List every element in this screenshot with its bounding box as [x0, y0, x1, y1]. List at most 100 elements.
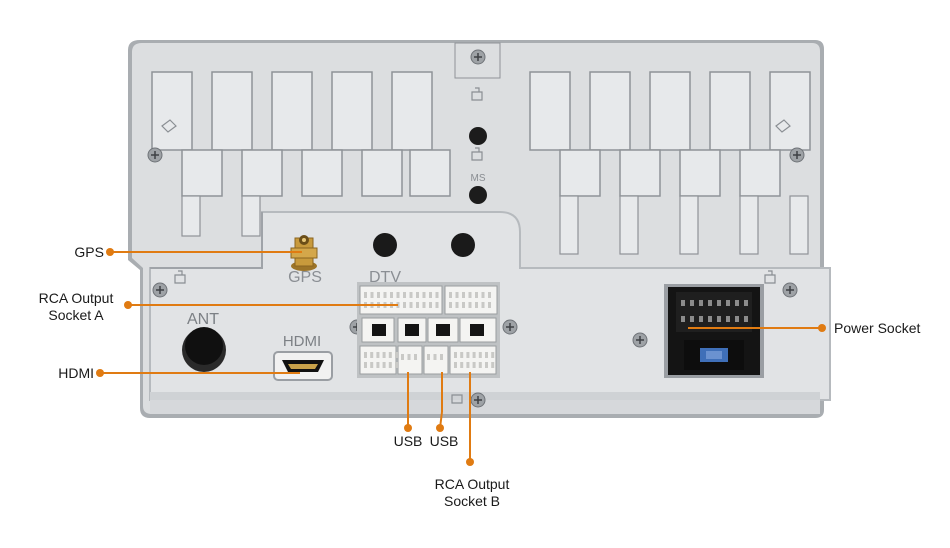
pin	[475, 292, 478, 298]
pin	[478, 352, 482, 358]
fin-slot	[619, 149, 661, 197]
pin	[460, 352, 464, 358]
pin	[403, 302, 406, 308]
fin-slot	[769, 71, 811, 151]
callout-dots	[96, 248, 826, 466]
screw-slot	[474, 396, 482, 404]
pin	[376, 362, 380, 368]
fin-slot	[789, 195, 809, 255]
pin	[370, 362, 374, 368]
fin-slot	[181, 149, 223, 197]
pin	[433, 354, 437, 360]
pin	[449, 292, 452, 298]
pin	[460, 362, 464, 368]
callout-rca-output-b-line1: RCA Output	[434, 476, 510, 492]
callout-rca-output-b-line2: Socket B	[443, 493, 501, 509]
fin-slot	[331, 71, 373, 151]
engraved-ms-label: MS	[471, 173, 486, 184]
pin	[449, 302, 452, 308]
fin-slot	[589, 71, 631, 151]
fin-slot	[211, 71, 253, 151]
pin	[488, 302, 491, 308]
rca-socket-b	[449, 345, 497, 375]
power-pin	[690, 316, 694, 322]
engraved-hdmi-label: HDMI	[283, 333, 321, 350]
pin	[416, 302, 419, 308]
callout-rca-output-b: RCA Output Socket B	[420, 476, 524, 510]
pin	[403, 292, 406, 298]
pin	[472, 352, 476, 358]
power-pin	[726, 300, 730, 306]
pin	[401, 354, 404, 360]
power-pin	[726, 316, 730, 322]
screw-slot	[506, 323, 514, 331]
callout-hdmi: HDMI	[58, 365, 94, 381]
power-pin	[708, 300, 712, 306]
pin	[435, 292, 439, 298]
fin-slot	[181, 195, 201, 237]
fin-slot	[559, 149, 601, 197]
fin-slot	[361, 149, 403, 197]
pin	[427, 354, 430, 360]
pin	[409, 302, 413, 308]
screw-slot	[474, 53, 482, 61]
pin	[396, 292, 400, 298]
fin-slot	[391, 71, 433, 151]
pin	[422, 302, 426, 308]
fin-slot	[241, 195, 261, 237]
callout-usb-1: USB	[393, 433, 423, 449]
power-pin	[717, 300, 721, 306]
engraved-dtv-label: DTV	[369, 269, 401, 286]
screw-slot	[156, 286, 164, 294]
pin	[383, 292, 387, 298]
pin	[429, 292, 432, 298]
pin	[407, 354, 411, 360]
fin-slot	[151, 71, 193, 151]
pin	[370, 352, 374, 358]
fin-slot	[559, 195, 579, 255]
pin	[481, 292, 485, 298]
pin	[377, 292, 380, 298]
pin	[455, 302, 459, 308]
pin	[478, 362, 482, 368]
pin	[409, 292, 413, 298]
pin	[414, 354, 417, 360]
pin	[440, 354, 443, 360]
fin-slot	[739, 195, 759, 255]
power-pin	[744, 316, 748, 322]
pin	[364, 352, 367, 358]
callout-usb-2: USB	[429, 433, 459, 449]
pin	[468, 302, 472, 308]
callout-power-socket: Power Socket	[834, 320, 921, 336]
fin-slot	[409, 149, 451, 197]
pin	[364, 362, 367, 368]
fin-slot	[271, 71, 313, 151]
pin	[455, 292, 459, 298]
engraved-gps-label: GPS	[288, 269, 322, 286]
callout-rca-output-a: RCA Output Socket A	[26, 290, 126, 324]
power-pin	[735, 316, 739, 322]
pin	[491, 352, 495, 358]
power-pin	[717, 316, 721, 322]
pin	[488, 292, 491, 298]
pin	[475, 302, 478, 308]
pin	[376, 352, 380, 358]
pin	[382, 352, 386, 358]
power-pin	[744, 300, 748, 306]
hdmi-port	[273, 351, 333, 381]
pin	[485, 352, 488, 358]
fin-slot	[679, 195, 699, 255]
callout-rca-output-a-line1: RCA Output	[38, 290, 114, 306]
fin-slot	[679, 149, 721, 197]
screw-slot	[636, 336, 644, 344]
fin-slot	[241, 149, 283, 197]
vent-holes	[373, 127, 487, 257]
power-pin	[681, 316, 685, 322]
callout-gps: GPS	[74, 244, 104, 260]
pin	[364, 292, 367, 298]
pin	[429, 302, 432, 308]
pin	[481, 302, 485, 308]
callout-rca-output-a-line2: Socket A	[48, 307, 104, 323]
fin-slot	[619, 195, 639, 255]
pin	[485, 362, 488, 368]
